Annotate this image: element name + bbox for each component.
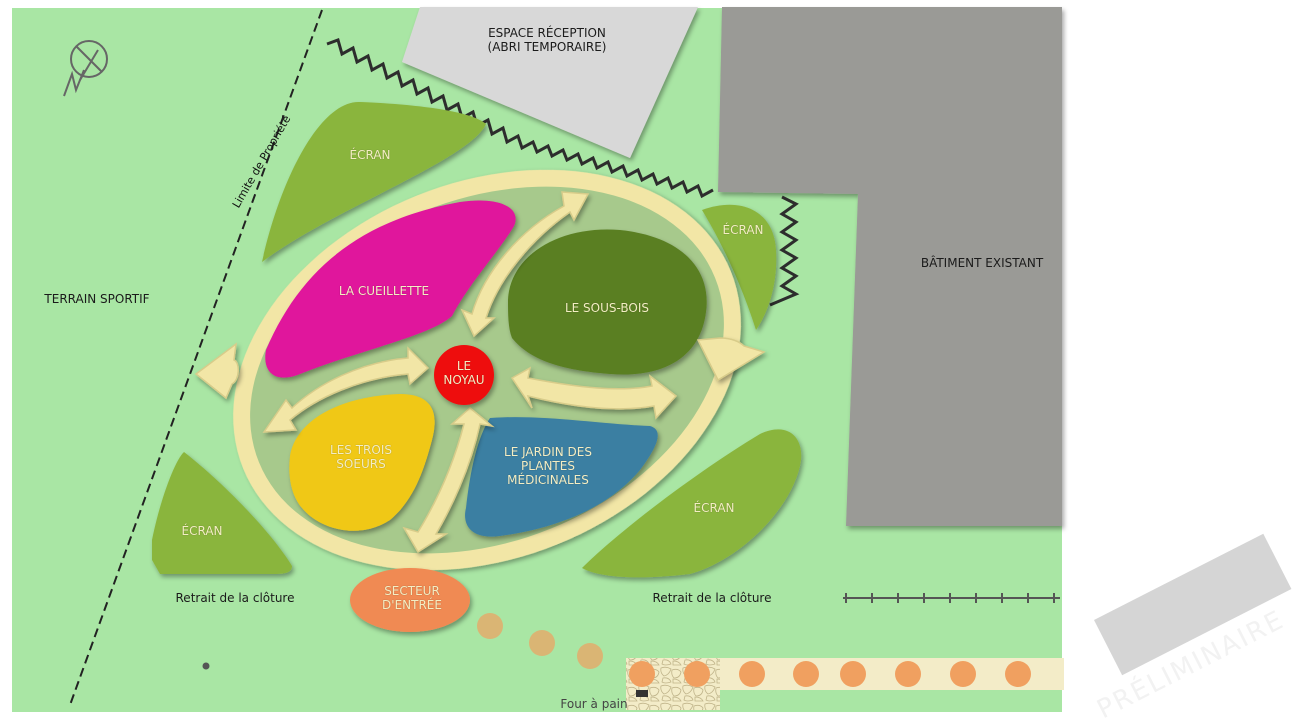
arrow-east — [510, 366, 678, 420]
arrow-ring-west — [194, 342, 239, 400]
screen-southwest — [152, 452, 292, 574]
screen-southeast — [582, 429, 802, 578]
zone-cueillette — [265, 200, 516, 378]
zone-noyau — [434, 345, 494, 405]
circulation-arrows — [194, 191, 766, 554]
property-line — [69, 9, 323, 706]
arrow-south — [402, 407, 495, 554]
existing-building — [718, 7, 1062, 526]
zone-trois-soeurs — [289, 394, 435, 531]
screen-north — [262, 101, 486, 262]
zone-jardin-medicinal — [465, 417, 658, 537]
walkway-dots — [629, 661, 1031, 687]
reception-shelter — [402, 7, 698, 158]
zone-entree — [350, 568, 470, 632]
hedge-zigzag — [326, 38, 714, 199]
arrow-ring-east — [696, 337, 766, 382]
arrow-west — [262, 346, 430, 433]
north-arrow-icon — [63, 40, 108, 97]
zone-sous-bois — [508, 229, 707, 375]
hedge-zigzag-east — [769, 195, 800, 307]
screen-east — [702, 204, 777, 330]
arrow-north — [460, 191, 590, 338]
oven-icon — [636, 690, 648, 697]
marker-icon — [202, 662, 210, 670]
fence — [843, 593, 1060, 603]
path-dots — [477, 613, 603, 669]
